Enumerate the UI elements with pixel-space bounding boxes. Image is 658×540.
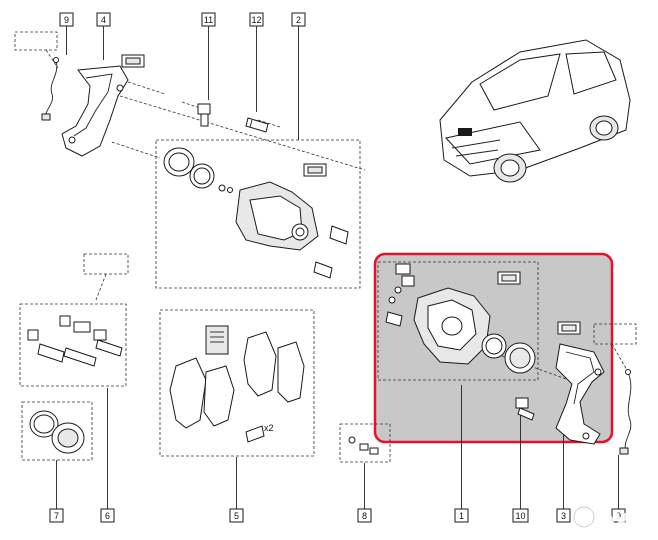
svg-text:6: 6 bbox=[105, 511, 110, 521]
callout-12: 12 bbox=[249, 12, 264, 112]
watermark: Avito bbox=[573, 506, 658, 531]
quantity-label: x2 bbox=[264, 423, 274, 433]
callout-4: 4 bbox=[96, 12, 111, 60]
callout-8: 8 bbox=[357, 463, 372, 523]
svg-text:12: 12 bbox=[251, 15, 261, 25]
callout-6: 6 bbox=[100, 388, 115, 523]
bolt-10 bbox=[515, 397, 535, 421]
group-box-2 bbox=[155, 139, 361, 289]
seal-kit-7 bbox=[29, 410, 85, 454]
caliper-1 bbox=[385, 263, 536, 374]
svg-text:7: 7 bbox=[54, 511, 59, 521]
brake-pads-5: x2 bbox=[169, 325, 305, 443]
group-box-8 bbox=[339, 423, 391, 463]
bolt-11 bbox=[197, 103, 211, 127]
instruction-sheet bbox=[205, 325, 229, 355]
svg-text:1: 1 bbox=[459, 511, 464, 521]
leader-9-top bbox=[45, 49, 59, 69]
note-box-9 bbox=[593, 323, 637, 345]
group-box-6 bbox=[19, 303, 127, 387]
bleed-kit-8 bbox=[348, 436, 379, 455]
note-box-top-left bbox=[14, 31, 58, 51]
guide-pin-12 bbox=[245, 117, 269, 133]
guide-pins-6 bbox=[27, 315, 123, 367]
svg-text:3: 3 bbox=[561, 511, 566, 521]
callout-9-bottom: 9 bbox=[611, 455, 626, 523]
caliper-2 bbox=[163, 147, 349, 279]
svg-text:Avito: Avito bbox=[598, 506, 658, 531]
group-box-1 bbox=[377, 261, 539, 381]
svg-text:2: 2 bbox=[296, 15, 301, 25]
leader-9 bbox=[611, 343, 629, 373]
group-box-5 bbox=[159, 309, 315, 457]
caliper-bracket-3 bbox=[555, 321, 605, 445]
svg-text:9: 9 bbox=[616, 511, 621, 521]
callout-10: 10 bbox=[512, 415, 529, 523]
car-illustration bbox=[439, 39, 631, 183]
callout-11: 11 bbox=[201, 12, 216, 100]
callout-7: 7 bbox=[49, 460, 64, 523]
callout-9-top: 9 bbox=[59, 12, 74, 55]
svg-text:9: 9 bbox=[64, 15, 69, 25]
svg-text:10: 10 bbox=[515, 511, 525, 521]
svg-text:4: 4 bbox=[101, 15, 106, 25]
wear-sensor-bottom bbox=[619, 369, 632, 455]
car-highlight-front bbox=[458, 128, 472, 136]
callout-5: 5 bbox=[229, 457, 244, 523]
leader-6 bbox=[95, 273, 107, 301]
wear-sensor-top bbox=[41, 57, 59, 121]
callout-2: 2 bbox=[291, 12, 306, 140]
group-box-7 bbox=[21, 401, 93, 461]
callout-3: 3 bbox=[556, 435, 571, 523]
caliper-bracket-top bbox=[61, 54, 145, 157]
svg-text:11: 11 bbox=[204, 15, 213, 25]
svg-text:8: 8 bbox=[362, 511, 367, 521]
svg-text:5: 5 bbox=[234, 511, 239, 521]
note-box-6 bbox=[83, 253, 129, 275]
callout-1: 1 bbox=[454, 385, 469, 523]
